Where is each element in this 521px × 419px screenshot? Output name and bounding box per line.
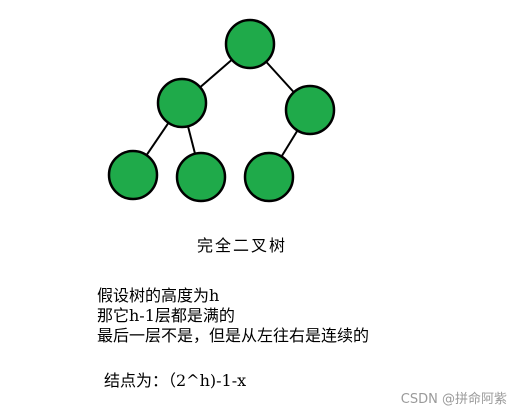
tree-edge-left-child-left-left-leaf bbox=[145, 122, 170, 156]
note-line: 那它h-1层都是满的 bbox=[97, 306, 235, 325]
tree-edge-left-child-left-right-leaf bbox=[186, 125, 197, 155]
note-line: 最后一层不是，但是从左往右是连续的 bbox=[97, 326, 370, 345]
tree-nodes bbox=[107, 18, 336, 203]
node-count-formula: 结点为：（2^h)-1-x bbox=[104, 371, 247, 390]
tree-node-right-child bbox=[284, 84, 336, 136]
tree-node-left-right-leaf bbox=[175, 151, 227, 203]
watermark: CSDN @拼命阿紫 bbox=[400, 392, 507, 407]
tree-node-right-left-leaf bbox=[243, 151, 295, 203]
tree-edges bbox=[145, 58, 299, 158]
tree-edge-right-child-right-left-leaf bbox=[280, 129, 299, 158]
tree-edge-root-right-child bbox=[265, 61, 295, 93]
tree-node-left-left-leaf bbox=[107, 149, 159, 201]
tree-edge-root-left-child bbox=[199, 58, 233, 89]
tree-node-left-child bbox=[156, 77, 208, 129]
notes-block: 假设树的高度为h 那它h-1层都是满的 最后一层不是，但是从左往右是连续的 bbox=[97, 286, 369, 346]
diagram-caption: 完全二叉树 bbox=[197, 236, 288, 255]
tree-node-root bbox=[224, 18, 276, 70]
note-line: 假设树的高度为h bbox=[97, 286, 220, 305]
